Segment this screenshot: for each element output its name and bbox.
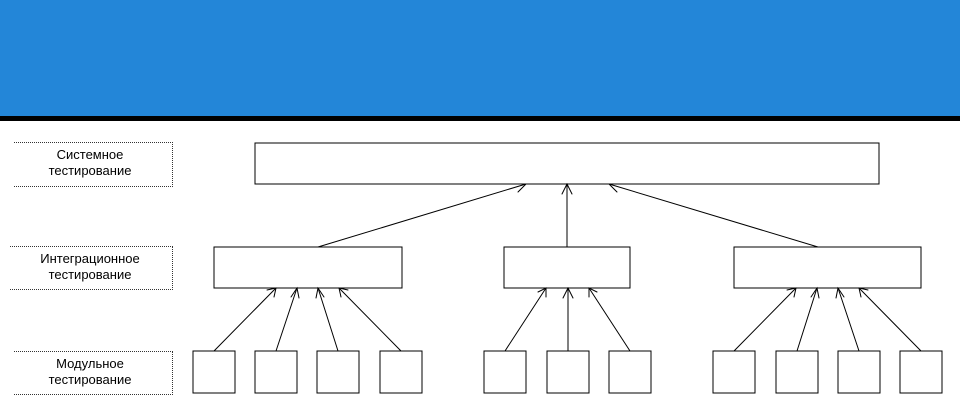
system-level-label-line2: тестирование [48, 163, 132, 178]
unit-label-frame [14, 351, 173, 395]
integration-box-1 [213, 246, 403, 289]
arrow-unit10-to-int3 [835, 286, 860, 352]
unit-box-1 [192, 350, 236, 394]
arrow-unit7-to-int2 [588, 287, 631, 352]
arrow-int1-to-system [317, 183, 528, 248]
system-label-frame [14, 142, 173, 187]
unit-box-4 [379, 350, 423, 394]
integration-level-label: Интеграционное тестирование [10, 251, 170, 283]
integration-box-2 [503, 246, 631, 289]
unit-box-8 [712, 350, 756, 394]
unit-box-2 [254, 350, 298, 394]
integration-label-frame [10, 246, 173, 290]
arrow-unit8-to-int3 [733, 287, 797, 352]
arrow-unit11-to-int3 [858, 287, 922, 352]
arrow-unit1-to-int1 [213, 287, 277, 352]
unit-box-3 [316, 350, 360, 394]
arrow-unit3-to-int1 [315, 286, 339, 352]
unit-box-10 [837, 350, 881, 394]
header-rule [0, 116, 960, 121]
integration-level-label-line1: Интеграционное [40, 251, 140, 266]
unit-level-label: Модульное тестирование [10, 356, 170, 388]
unit-box-11 [899, 350, 943, 394]
arrow-unit6-to-int2 [562, 286, 574, 352]
arrow-unit9-to-int3 [796, 286, 820, 352]
unit-level-label-line1: Модульное [56, 356, 124, 371]
unit-box-6 [546, 350, 590, 394]
unit-box-7 [608, 350, 652, 394]
unit-box-9 [775, 350, 819, 394]
arrow-int3-to-system [607, 183, 819, 248]
system-box [254, 142, 880, 185]
integration-level-label-line2: тестирование [48, 267, 132, 282]
system-level-label-line1: Системное [56, 147, 124, 162]
arrow-unit2-to-int1 [275, 286, 300, 352]
arrow-int2-to-system [561, 182, 573, 248]
system-level-label: Системное тестирование [10, 147, 170, 179]
unit-level-label-line2: тестирование [48, 372, 132, 387]
arrow-unit4-to-int1 [338, 287, 402, 352]
unit-box-5 [483, 350, 527, 394]
arrow-unit5-to-int2 [504, 287, 547, 352]
integration-box-3 [733, 246, 922, 289]
header-band [0, 0, 960, 116]
